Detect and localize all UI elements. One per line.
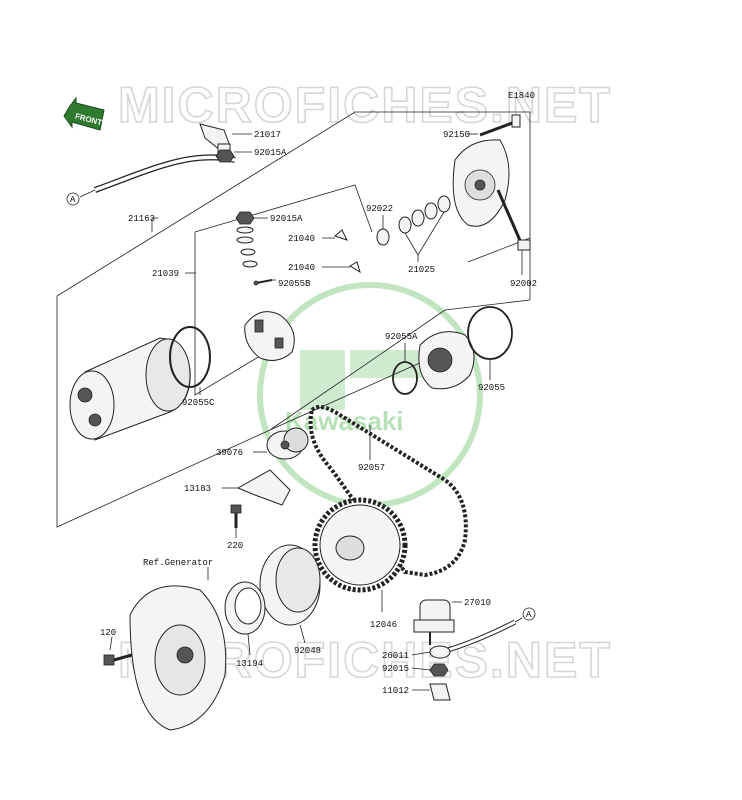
nut-92015 <box>429 663 449 677</box>
generator-rotor <box>129 585 227 731</box>
label-220: 220 <box>227 541 243 551</box>
bolt-120 <box>103 653 133 666</box>
label-92057: 92057 <box>358 463 385 473</box>
label-92015: 92015 <box>382 664 409 674</box>
label-21025: 21025 <box>408 265 435 275</box>
plate-13183 <box>236 469 291 506</box>
starter-clutch-92048 <box>259 544 321 626</box>
label-92055: 92055 <box>478 383 505 393</box>
terminal-26011 <box>429 645 451 659</box>
connector-a-bottom-label: A <box>526 610 532 620</box>
bolt-92150 <box>479 114 521 137</box>
idler-gear-39076 <box>266 427 309 460</box>
label-92055b: 92055B <box>278 279 311 289</box>
ground-cable <box>447 617 523 653</box>
label-11012: 11012 <box>382 686 409 696</box>
starter-relay-27010 <box>413 599 455 645</box>
washers-21025 <box>376 195 451 256</box>
part-labels: 21017 92015A 92150 21163 92015A 92022 21… <box>100 130 537 696</box>
label-92015a-top: 92015A <box>254 148 287 158</box>
label-39076: 39076 <box>216 448 243 458</box>
label-27010: 27010 <box>464 598 491 608</box>
label-21040-bottom: 21040 <box>288 263 315 273</box>
bearing-13194 <box>224 581 266 635</box>
connector-a-top: A <box>66 192 80 206</box>
terminal-stack <box>235 211 258 268</box>
label-13183: 13183 <box>184 484 211 494</box>
starter-motor <box>69 337 191 441</box>
end-cover <box>452 139 510 227</box>
bolt-92002 <box>496 189 531 251</box>
connector-a-top-label: A <box>70 195 76 205</box>
nut-92015a-top <box>215 149 235 163</box>
connector-a-bottom: A <box>522 607 536 621</box>
label-21040-top: 21040 <box>288 234 315 244</box>
brush-clips-21040 <box>334 229 361 274</box>
front-direction-icon: FRONT <box>63 96 105 131</box>
oring-92055b <box>253 279 273 286</box>
label-ref-generator: Ref.Generator <box>143 558 213 568</box>
label-13194: 13194 <box>236 659 263 669</box>
kawasaki-logo-text: Kawasaki <box>285 406 404 436</box>
reduction-housing <box>418 331 475 390</box>
label-92055a: 92055A <box>385 332 418 342</box>
label-92150: 92150 <box>443 130 470 140</box>
bolt-220 <box>230 504 242 528</box>
label-21017: 21017 <box>254 130 281 140</box>
watermark-top: MICROFICHES.NET <box>118 77 612 133</box>
label-120: 120 <box>100 628 116 638</box>
brush-holder <box>244 311 295 361</box>
label-12046: 12046 <box>370 620 397 630</box>
diagram-code: E1840 <box>508 91 535 101</box>
sprocket-12046 <box>312 497 408 593</box>
label-92015a-mid: 92015A <box>270 214 303 224</box>
label-21163: 21163 <box>128 214 155 224</box>
label-92022: 92022 <box>366 204 393 214</box>
label-92055c: 92055C <box>182 398 215 408</box>
label-26011: 26011 <box>382 651 409 661</box>
starter-cable <box>79 154 236 198</box>
oring-92055 <box>467 306 513 360</box>
label-92002: 92002 <box>510 279 537 289</box>
leader-lines <box>109 133 523 691</box>
assembly-outline <box>56 111 531 528</box>
oring-92055c <box>169 326 211 388</box>
label-21039: 21039 <box>152 269 179 279</box>
starter-chain-92057 <box>308 404 468 578</box>
cap-11012 <box>429 683 451 701</box>
label-92048: 92048 <box>294 646 321 656</box>
